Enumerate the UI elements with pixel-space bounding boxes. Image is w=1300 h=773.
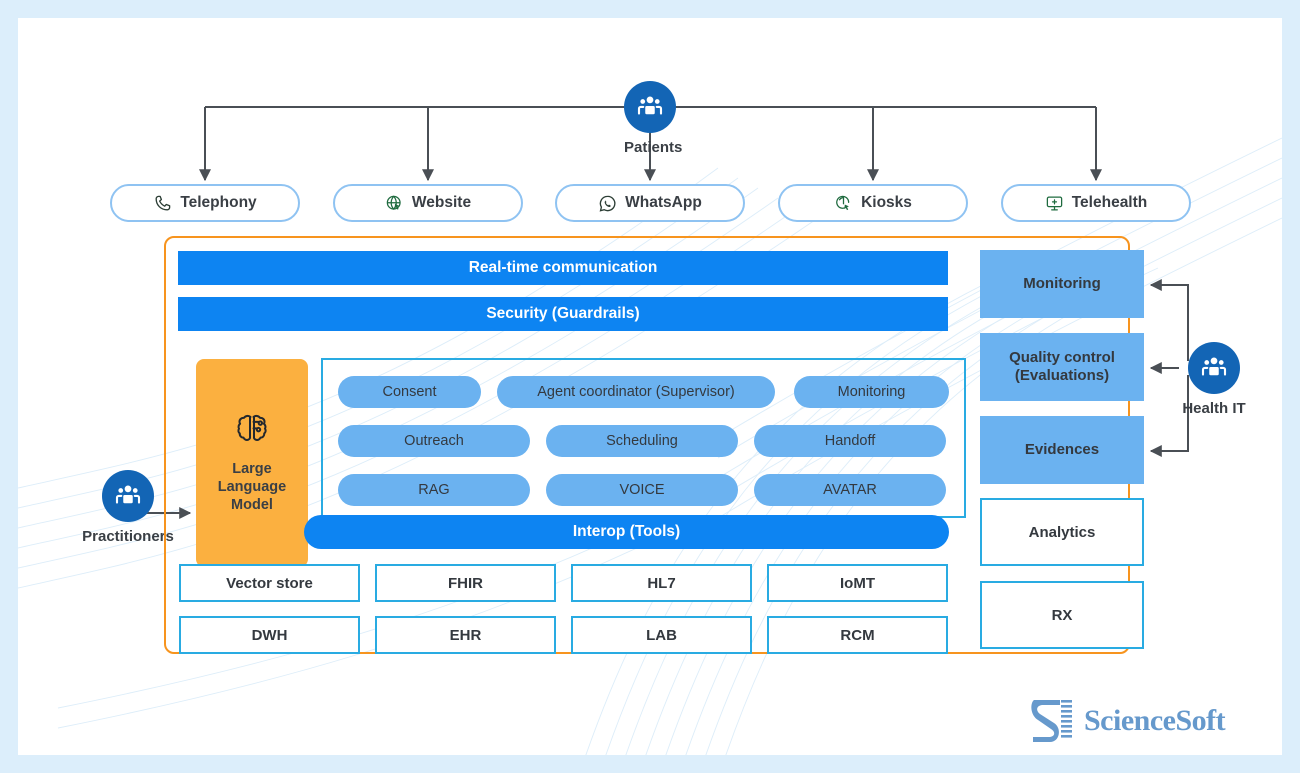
patients-avatar xyxy=(624,81,676,133)
people-group-icon xyxy=(637,96,663,115)
channel-telephony[interactable]: Telephony xyxy=(110,184,300,222)
agent-pill-handoff[interactable]: Handoff xyxy=(754,425,946,457)
source-box-fhir[interactable]: FHIR xyxy=(375,564,556,602)
actor-patients-label: Patients xyxy=(624,139,683,156)
sciencesoft-logo-text: ScienceSoft xyxy=(1084,704,1226,737)
source-box-rcm[interactable]: RCM xyxy=(767,616,948,654)
channel-whatsapp[interactable]: WhatsApp xyxy=(555,184,745,222)
whatsapp-icon xyxy=(599,195,616,212)
agent-pill-avatar-label: AVATAR xyxy=(823,482,877,498)
agent-pill-agent-coordinator-label: Agent coordinator (Supervisor) xyxy=(537,384,735,400)
right-box-quality-control-label: Quality control (Evaluations) xyxy=(1009,349,1115,384)
phone-handset-icon xyxy=(155,195,171,211)
bar-real-time-communication[interactable]: Real-time communication xyxy=(178,251,948,285)
source-box-vector-store-label: Vector store xyxy=(226,574,313,592)
large-language-model-box[interactable]: Large Language Model xyxy=(196,359,308,567)
llm-label: Large Language Model xyxy=(217,460,287,514)
agent-pill-voice[interactable]: VOICE xyxy=(546,474,738,506)
agent-pill-handoff-label: Handoff xyxy=(824,433,876,449)
agent-pill-consent[interactable]: Consent xyxy=(338,376,481,408)
source-box-dwh-label: DWH xyxy=(251,626,288,644)
source-box-iomt[interactable]: IoMT xyxy=(767,564,948,602)
channel-telehealth-label: Telehealth xyxy=(1071,194,1148,211)
bar-interop-tools[interactable]: Interop (Tools) xyxy=(304,515,949,549)
monitor-plus-icon xyxy=(1046,196,1062,210)
channel-telephony-label: Telephony xyxy=(180,194,257,211)
agent-pill-avatar[interactable]: AVATAR xyxy=(754,474,946,506)
channel-website-label: Website xyxy=(411,194,472,211)
kiosk-cursor-icon xyxy=(836,195,850,210)
agent-pill-scheduling-label: Scheduling xyxy=(606,433,678,449)
channel-telehealth[interactable]: Telehealth xyxy=(1001,184,1191,222)
agent-pill-rag-label: RAG xyxy=(418,482,450,498)
agent-pill-rag[interactable]: RAG xyxy=(338,474,530,506)
people-group-icon xyxy=(1201,357,1227,376)
right-box-quality-control[interactable]: Quality control (Evaluations) xyxy=(980,333,1144,401)
sciencesoft-logo: ScienceSoft xyxy=(1030,698,1226,744)
people-group-icon xyxy=(115,485,141,504)
source-box-rcm-label: RCM xyxy=(840,626,875,644)
actor-practitioners-label: Practitioners xyxy=(82,528,174,545)
source-box-lab[interactable]: LAB xyxy=(571,616,752,654)
right-box-rx-label: RX xyxy=(1051,606,1073,624)
practitioners-avatar xyxy=(102,470,154,522)
right-box-analytics-label: Analytics xyxy=(1028,523,1096,541)
actor-health-it-label: Health IT xyxy=(1182,400,1246,417)
bar-security-guardrails-label: Security (Guardrails) xyxy=(486,305,640,322)
channel-kiosks-label: Kiosks xyxy=(861,194,912,211)
bar-security-guardrails[interactable]: Security (Guardrails) xyxy=(178,297,948,331)
channel-kiosks[interactable]: Kiosks xyxy=(778,184,968,222)
source-box-fhir-label: FHIR xyxy=(448,574,483,592)
right-box-monitoring[interactable]: Monitoring xyxy=(980,250,1144,318)
source-box-ehr[interactable]: EHR xyxy=(375,616,556,654)
source-box-iomt-label: IoMT xyxy=(840,574,875,592)
channel-website[interactable]: Website xyxy=(333,184,523,222)
source-box-hl7-label: HL7 xyxy=(647,574,676,592)
agent-pill-voice-label: VOICE xyxy=(619,482,665,498)
agent-pill-agent-coordinator[interactable]: Agent coordinator (Supervisor) xyxy=(497,376,775,408)
channel-whatsapp-label: WhatsApp xyxy=(625,194,702,211)
agent-pill-monitoring[interactable]: Monitoring xyxy=(794,376,949,408)
right-box-analytics[interactable]: Analytics xyxy=(980,498,1144,566)
source-box-lab-label: LAB xyxy=(646,626,677,644)
actor-patients[interactable]: Patients xyxy=(624,81,683,156)
globe-cursor-icon xyxy=(386,194,401,210)
agent-pill-monitoring-label: Monitoring xyxy=(837,384,906,400)
source-box-hl7[interactable]: HL7 xyxy=(571,564,752,602)
actor-health-it[interactable]: Health IT xyxy=(1179,342,1249,417)
diagram-canvas: Patients Telephony Website WhatsApp Kios… xyxy=(18,18,1282,755)
right-box-monitoring-label: Monitoring xyxy=(1023,275,1101,292)
right-box-rx[interactable]: RX xyxy=(980,581,1144,649)
right-box-evidences[interactable]: Evidences xyxy=(980,416,1144,484)
agent-pill-outreach[interactable]: Outreach xyxy=(338,425,530,457)
right-box-evidences-label: Evidences xyxy=(1024,441,1100,458)
source-box-ehr-label: EHR xyxy=(449,626,482,644)
agent-pill-outreach-label: Outreach xyxy=(404,433,464,449)
agent-pill-consent-label: Consent xyxy=(382,384,437,400)
health-it-avatar xyxy=(1188,342,1240,394)
agent-pill-scheduling[interactable]: Scheduling xyxy=(546,425,738,457)
bar-interop-tools-label: Interop (Tools) xyxy=(572,523,681,540)
bar-real-time-communication-label: Real-time communication xyxy=(468,259,658,276)
sciencesoft-logo-mark xyxy=(1031,700,1072,742)
brain-ai-icon xyxy=(237,414,267,441)
source-box-vector-store[interactable]: Vector store xyxy=(179,564,360,602)
source-box-dwh[interactable]: DWH xyxy=(179,616,360,654)
actor-practitioners[interactable]: Practitioners xyxy=(76,470,180,545)
